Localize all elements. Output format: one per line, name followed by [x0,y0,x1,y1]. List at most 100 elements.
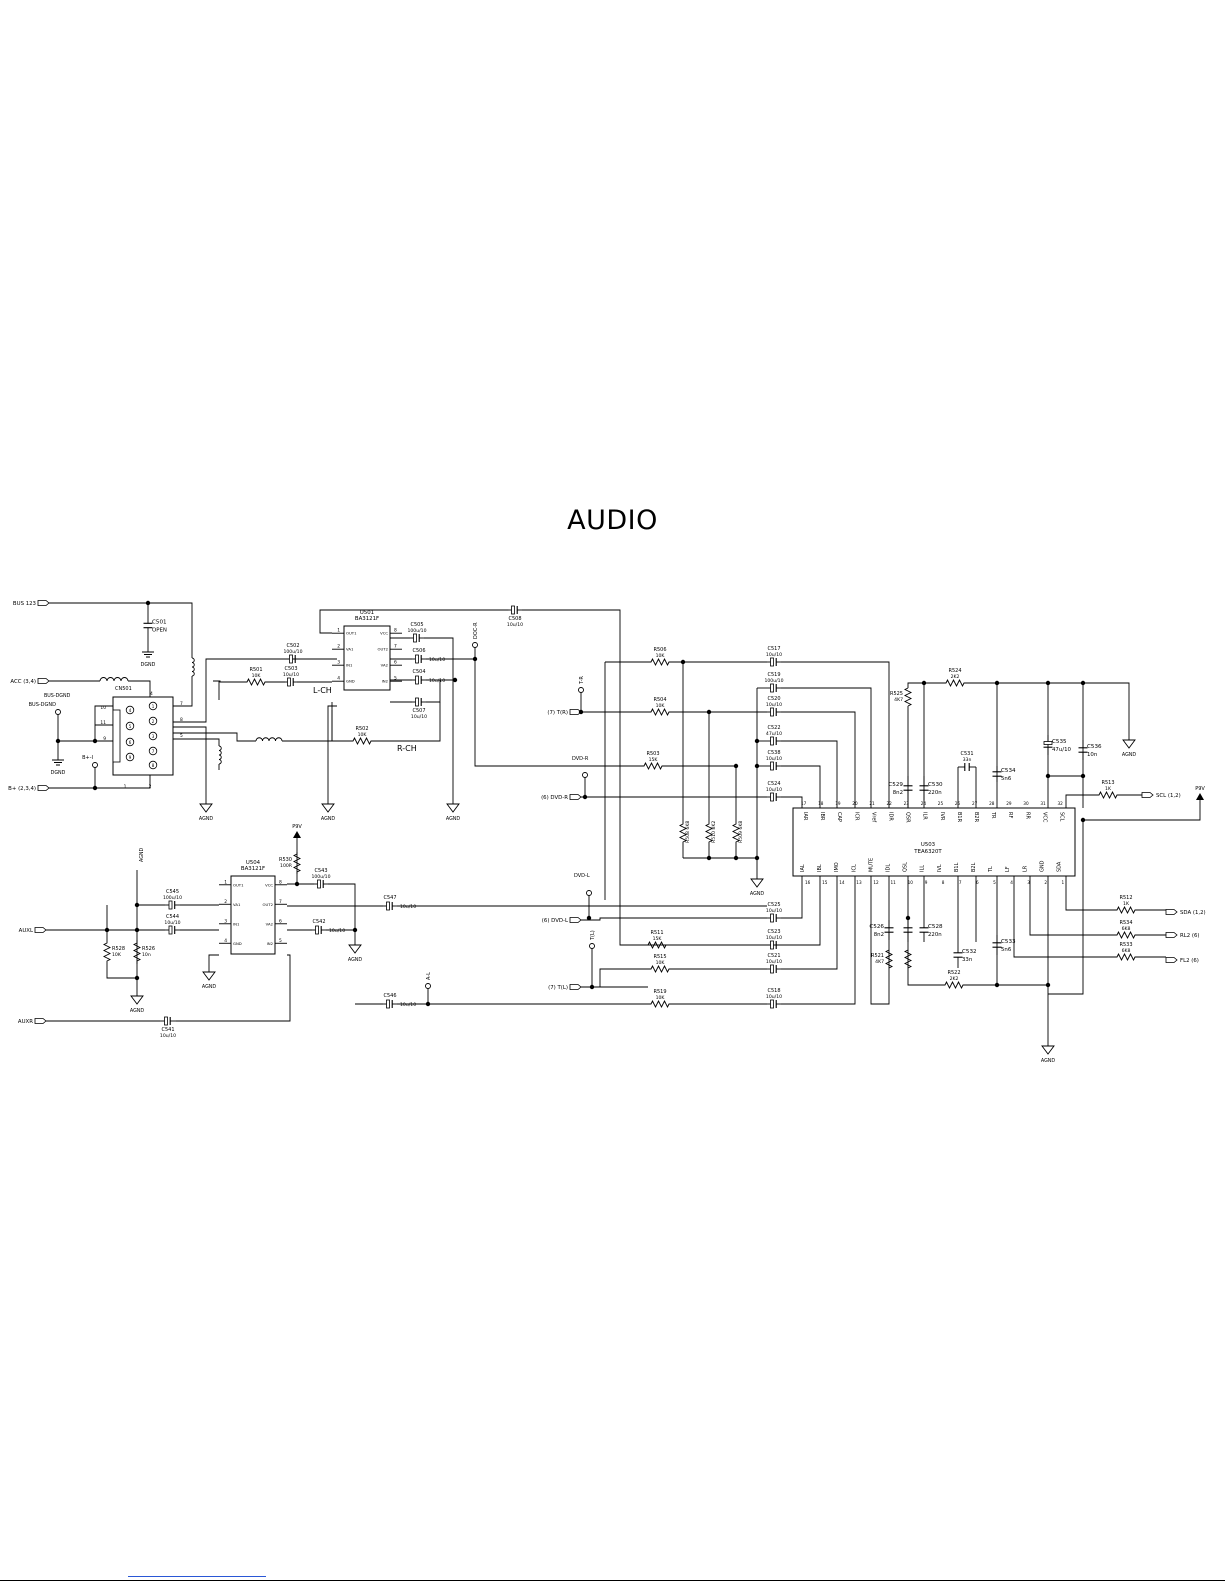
electrolytic-capacitor [285,677,297,687]
junction-dot [352,927,358,933]
capacitor [1078,740,1088,760]
pin-name: IN2 [382,679,389,684]
wire [1048,820,1084,995]
wire [218,680,221,700]
pin-name: IMO [834,862,840,872]
resistor-value: 10K [252,673,262,679]
wire [1083,800,1201,821]
pin-name: OUT1 [233,882,244,887]
pin-number: 26 [955,801,961,806]
capacitor-value: 100u/10 [407,628,426,634]
connector-pin-number: 4 [129,708,132,713]
pin-name: IDR [888,812,894,821]
pin-number: 9 [925,880,928,885]
resistor-ref: R522 [947,970,960,976]
power-label: P9V [292,824,302,830]
electrolytic-capacitor [160,1016,176,1026]
connector-pin [148,760,158,770]
junction-dot [1045,773,1051,779]
capacitor-value: 10u/10 [766,908,782,914]
resistor-ref: R521 [871,953,884,959]
electrolytic-capacitor [383,999,397,1009]
wire [781,740,838,808]
wire [474,648,634,767]
electrolytic-capacitor [508,605,522,615]
pin-name: IVR [939,812,945,821]
port-arrow [569,984,582,990]
resistor [942,678,968,688]
agnd-symbol [130,995,144,1005]
pin-number: 4 [1010,880,1013,885]
capacitor-ref: C541 [161,1027,174,1033]
capacitor-value: 220n [928,790,942,796]
pin-name: VA2 [381,663,389,668]
junction-dot [754,855,760,861]
resistor [731,820,741,846]
capacitor-value: 10u/10 [766,652,782,658]
electrolytic-capacitor [767,761,781,771]
capacitor-ref: C534 [1001,768,1016,774]
junction-dot [706,709,712,715]
wire [282,710,333,742]
pin-number: 5 [993,880,996,885]
connector-pin-number: 3 [152,734,155,739]
capacitor-value: OPEN [152,628,167,634]
capacitor-value: 100u/10 [764,678,783,684]
resistor-label: R509 6K8 [738,821,744,843]
ground-label: AGND [321,816,336,822]
resistor [1096,790,1120,800]
ground-label: AGND [130,1008,145,1014]
pin-name: ILL [920,865,926,872]
pin-number: 17 [801,801,807,806]
capacitor-ref: C504 [412,669,425,675]
capacitor [992,766,1002,782]
capacitor-value: 10u/10 [329,928,345,934]
resistor-ref: R530 [279,857,292,863]
capacitor-value: 100u/10 [311,874,330,880]
connector-pin [148,731,158,741]
resistor-value: 15K [653,936,663,942]
pin-name: OUT2 [262,902,273,907]
test-point [586,890,592,896]
capacitor [919,918,929,942]
junction-dot [680,659,686,665]
junction-dot [104,927,110,933]
capacitor-ref: C502 [286,643,299,649]
wire [106,964,137,979]
pin-number: 15 [822,880,828,885]
resistor-ref: R519 [653,989,666,995]
wires [46,602,1201,1046]
port-label: (6) DVD-L [542,918,568,924]
pin-name: SDA [1057,861,1063,872]
connector-pin-number: 7 [180,701,183,707]
capacitor-ref: C518 [767,988,780,994]
capacitor [884,920,894,940]
pin-name: IBR [819,812,825,821]
agnd-symbol [348,944,362,954]
pin-number: 7 [959,880,962,885]
capacitor-value: 10u/10 [766,702,782,708]
resistor [648,999,672,1009]
footer-link-underline [128,1576,266,1577]
junction-dot [1045,680,1051,686]
wire [319,609,508,634]
junction-dot [994,680,1000,686]
port-label: B+ (2,3,4) [8,786,36,792]
pin-name: GND [346,679,355,684]
junction-dot [733,855,739,861]
connector-pin [148,746,158,756]
port-arrow [34,1018,47,1024]
pin-name: IBL [817,864,823,872]
wire [173,676,193,707]
pin-name: B2R [973,812,979,823]
junction-dot [294,881,300,887]
junction-dot [425,1001,431,1007]
wire [781,687,872,808]
resistor [132,940,142,964]
wire [870,876,890,1005]
resistor-value: 10n [142,952,151,958]
test-point-label: T-R [579,676,585,685]
junction-dot [994,982,1000,988]
dgnd-symbol [142,651,154,658]
